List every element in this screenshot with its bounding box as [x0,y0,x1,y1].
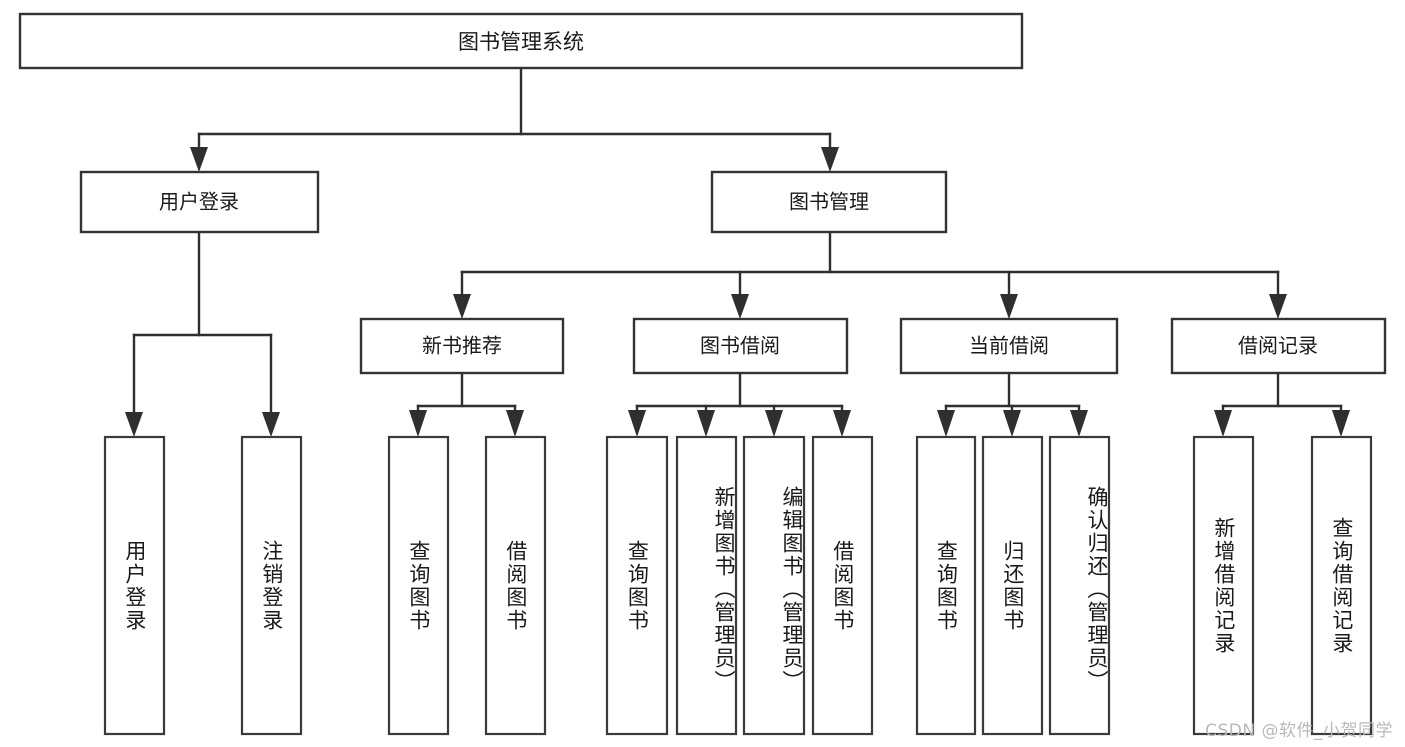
arrow-to-book-manage [821,147,839,172]
arrow-leaf-user-login [125,412,143,437]
node-leaf-user-logout[interactable] [240,435,303,736]
nodes-layer [18,12,1387,736]
node-user-login[interactable] [79,170,320,234]
edges-layer [125,66,1350,437]
arrow-leaf-query-book-1 [409,410,427,437]
node-book-manage[interactable] [710,170,948,234]
node-leaf-borrow-book-2[interactable] [811,435,874,736]
node-new-book-recommend[interactable] [359,317,565,375]
node-borrow-record[interactable] [1170,317,1387,375]
node-leaf-query-book-3[interactable] [915,435,977,736]
node-leaf-query-book-1[interactable] [387,435,450,736]
arrow-leaf-add-book [697,410,715,437]
node-leaf-add-book[interactable] [675,435,738,736]
node-leaf-user-login[interactable] [103,435,166,736]
arrow-leaf-confirm-return [1070,410,1088,437]
arrow-leaf-query-book-2 [628,410,646,437]
node-current-borrow[interactable] [899,317,1119,375]
arrow-to-user-login [190,147,208,172]
node-root[interactable] [18,12,1024,70]
node-leaf-query-book-2[interactable] [605,435,669,736]
node-leaf-add-record[interactable] [1192,435,1255,736]
arrow-to-borrow-record [1269,294,1287,319]
label-book-manage: 图书管理 [789,190,869,214]
arrow-to-new-book-recommend [453,294,471,319]
csdn-watermark: CSDN @软件_小贺同学 [1205,721,1393,741]
node-leaf-edit-book[interactable] [742,435,806,736]
node-book-borrow[interactable] [632,317,849,375]
arrow-leaf-user-logout [262,412,280,437]
node-leaf-query-record[interactable] [1310,435,1373,736]
arrow-leaf-query-book-3 [937,410,955,437]
label-user-login: 用户登录 [159,190,239,214]
node-leaf-confirm-return[interactable] [1048,435,1111,736]
arrow-to-book-borrow [731,294,749,319]
label-new-book-recommend: 新书推荐 [422,334,502,358]
arrow-to-current-borrow [1000,294,1018,319]
label-current-borrow: 当前借阅 [969,334,1049,358]
node-leaf-return-book[interactable] [981,435,1044,736]
label-book-borrow: 图书借阅 [700,334,780,358]
arrow-leaf-return-book [1003,410,1021,437]
label-root: 图书管理系统 [458,30,584,54]
node-leaf-borrow-book-1[interactable] [484,435,547,736]
arrow-leaf-edit-book [765,410,783,437]
arrow-leaf-add-record [1214,410,1232,437]
arrow-leaf-borrow-book-1 [506,410,524,437]
arrow-leaf-query-record [1332,410,1350,437]
labels-layer: 图书管理系统 用户登录 图书管理 新书推荐 图书借阅 当前借阅 借阅记录 [159,30,1318,358]
arrow-leaf-borrow-book-2 [833,410,851,437]
label-borrow-record: 借阅记录 [1238,334,1318,358]
